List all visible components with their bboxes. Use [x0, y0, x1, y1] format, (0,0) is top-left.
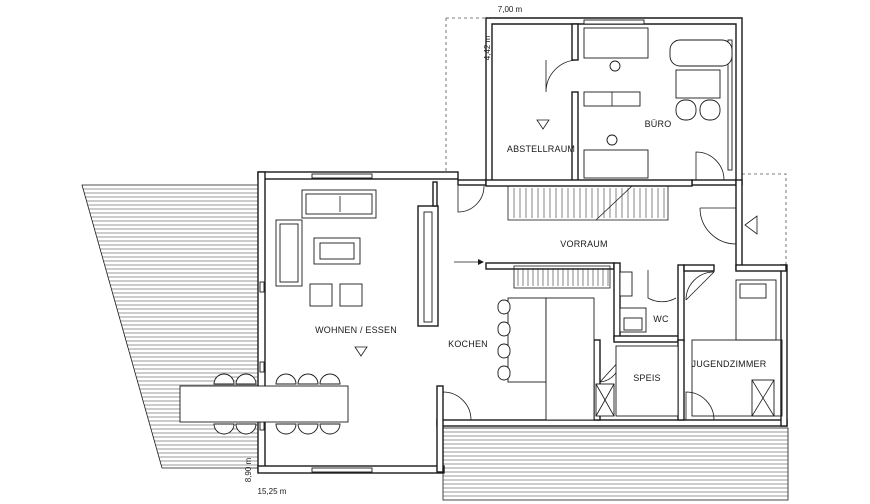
wc-furniture [595, 271, 679, 417]
buero-furniture [583, 27, 733, 179]
right-dashed-outline [742, 173, 787, 265]
left-terrace [81, 184, 259, 469]
jugendzimmer-furniture [691, 279, 783, 417]
room-label-jugendzimmer: JUGENDZIMMER [692, 359, 767, 369]
room-label-wohnen-essen: WOHNEN / ESSEN [315, 325, 397, 335]
entrance-marker-icon [744, 215, 758, 235]
room-label-kochen: KOCHEN [448, 339, 488, 349]
room-label-speis: SPEIS [633, 373, 661, 383]
room-label-buero: BÜRO [645, 119, 672, 129]
level-marker-icon [536, 119, 550, 130]
dimension-left-depth: 8,90 m [244, 457, 253, 482]
kitchen-furniture [497, 297, 595, 421]
dimension-bottom-width: 15,25 m [258, 487, 287, 496]
dimension-top-depth: 4,42 m [483, 35, 492, 60]
dimension-top-width: 7,00 m [498, 5, 523, 14]
bottom-terrace [442, 427, 789, 501]
room-label-vorraum: VORRAUM [560, 239, 607, 249]
entry-arrowhead-icon [478, 259, 484, 265]
room-label-wc: WC [653, 314, 669, 324]
living-furniture [179, 189, 433, 435]
staircase [507, 185, 669, 289]
level-marker-icon [354, 346, 368, 357]
room-label-abstellraum: ABSTELLRAUM [507, 144, 575, 154]
